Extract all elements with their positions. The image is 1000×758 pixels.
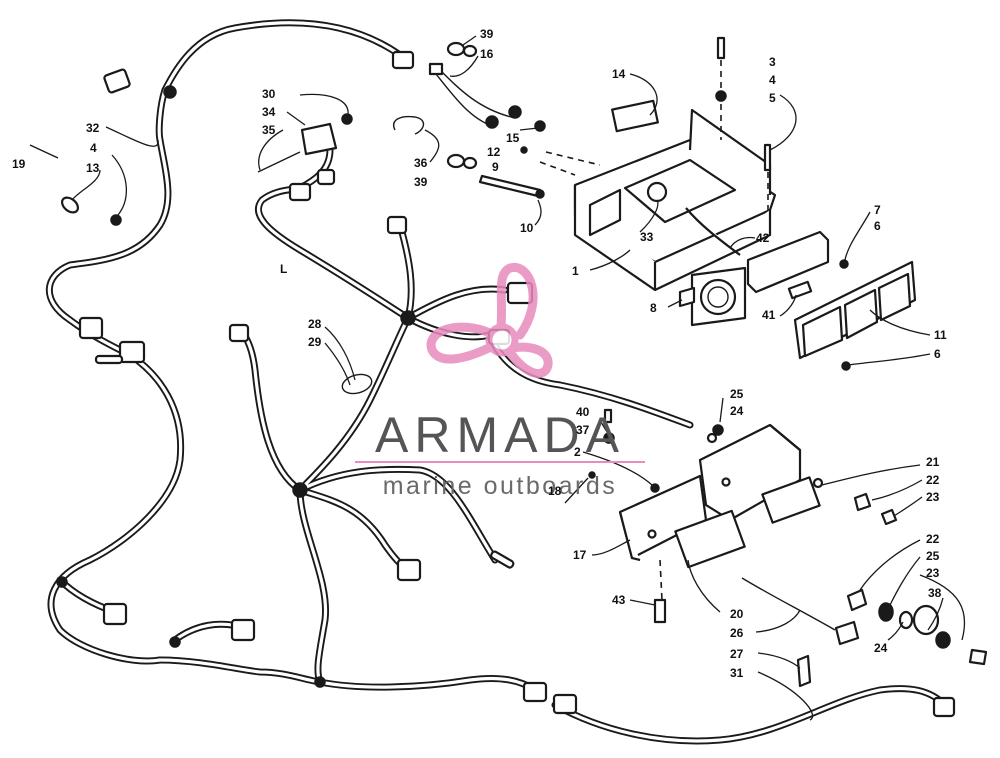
callout-2: 2 [574, 445, 581, 459]
callout-43: 43 [612, 593, 626, 607]
callout-18: 18 [548, 484, 562, 498]
callout-4: 4 [769, 73, 776, 87]
callout-32: 32 [86, 121, 100, 135]
watermark-tagline: marine outboards [383, 472, 618, 500]
panel-gasket [746, 230, 830, 300]
callout-34: 34 [262, 105, 276, 119]
callout-15: 15 [506, 131, 520, 145]
callout-16: 16 [480, 47, 494, 61]
callout-28: 28 [308, 317, 322, 331]
callout-24-lower: 24 [874, 641, 888, 655]
callout-12: 12 [487, 145, 501, 159]
callout-8: 8 [650, 301, 657, 315]
callout-11: 11 [934, 328, 947, 342]
main-wiring-harness [45, 19, 949, 745]
callout-17: 17 [573, 548, 587, 562]
alignment-lines [539, 60, 769, 601]
callout-31: 31 [730, 666, 744, 680]
callout-41: 41 [762, 308, 776, 322]
leader-lines [71, 35, 966, 721]
callout-25-lower: 25 [926, 549, 940, 563]
callout-40: 40 [576, 405, 590, 419]
callout-25: 25 [730, 387, 744, 401]
callout-L: L [280, 262, 287, 276]
callout-10: 10 [520, 221, 534, 235]
callout-39-lower: 39 [414, 175, 428, 189]
callout-20: 20 [730, 607, 744, 621]
callout-37: 37 [576, 423, 590, 437]
armada-watermark: ARMADA marine outboards [355, 262, 645, 500]
callout-7: 7 [874, 203, 881, 217]
callout-38: 38 [928, 586, 942, 600]
instrument-housing [573, 99, 777, 292]
callout-19: 19 [12, 157, 26, 171]
callout-35: 35 [262, 123, 276, 137]
callout-27: 27 [730, 647, 744, 661]
part-callouts: 39 16 3 4 5 14 30 34 35 15 12 9 36 39 32… [12, 27, 947, 680]
callout-5: 5 [769, 91, 776, 105]
callout-33: 33 [640, 230, 654, 244]
harness-connectors [56, 50, 956, 718]
callout-9: 9 [492, 160, 499, 174]
gauge-assembly [678, 266, 747, 327]
callout-14: 14 [612, 67, 626, 81]
harness-clamp [341, 373, 373, 395]
watermark-brand: ARMADA [375, 407, 625, 463]
switch-panel [618, 423, 824, 569]
propeller-logo-icon [426, 262, 553, 378]
callout-23-lower: 23 [926, 566, 940, 580]
callout-39: 39 [480, 27, 494, 41]
small-hardware [588, 408, 988, 688]
callout-6: 6 [874, 219, 881, 233]
callout-26: 26 [730, 626, 744, 640]
callout-24: 24 [730, 404, 744, 418]
callout-36: 36 [414, 156, 428, 170]
callout-30: 30 [262, 87, 276, 101]
panel-bezel [793, 260, 917, 360]
callout-1: 1 [572, 264, 579, 278]
callout-21: 21 [926, 455, 940, 469]
callout-23: 23 [926, 490, 940, 504]
callout-13: 13 [86, 161, 100, 175]
callout-29: 29 [308, 335, 322, 349]
callout-4-left: 4 [90, 141, 97, 155]
callout-42: 42 [756, 231, 770, 245]
callout-6-lower: 6 [934, 347, 941, 361]
callout-22: 22 [926, 473, 940, 487]
callout-22-lower: 22 [926, 532, 940, 546]
callout-3: 3 [769, 55, 776, 69]
upper-small-parts [29, 36, 851, 371]
